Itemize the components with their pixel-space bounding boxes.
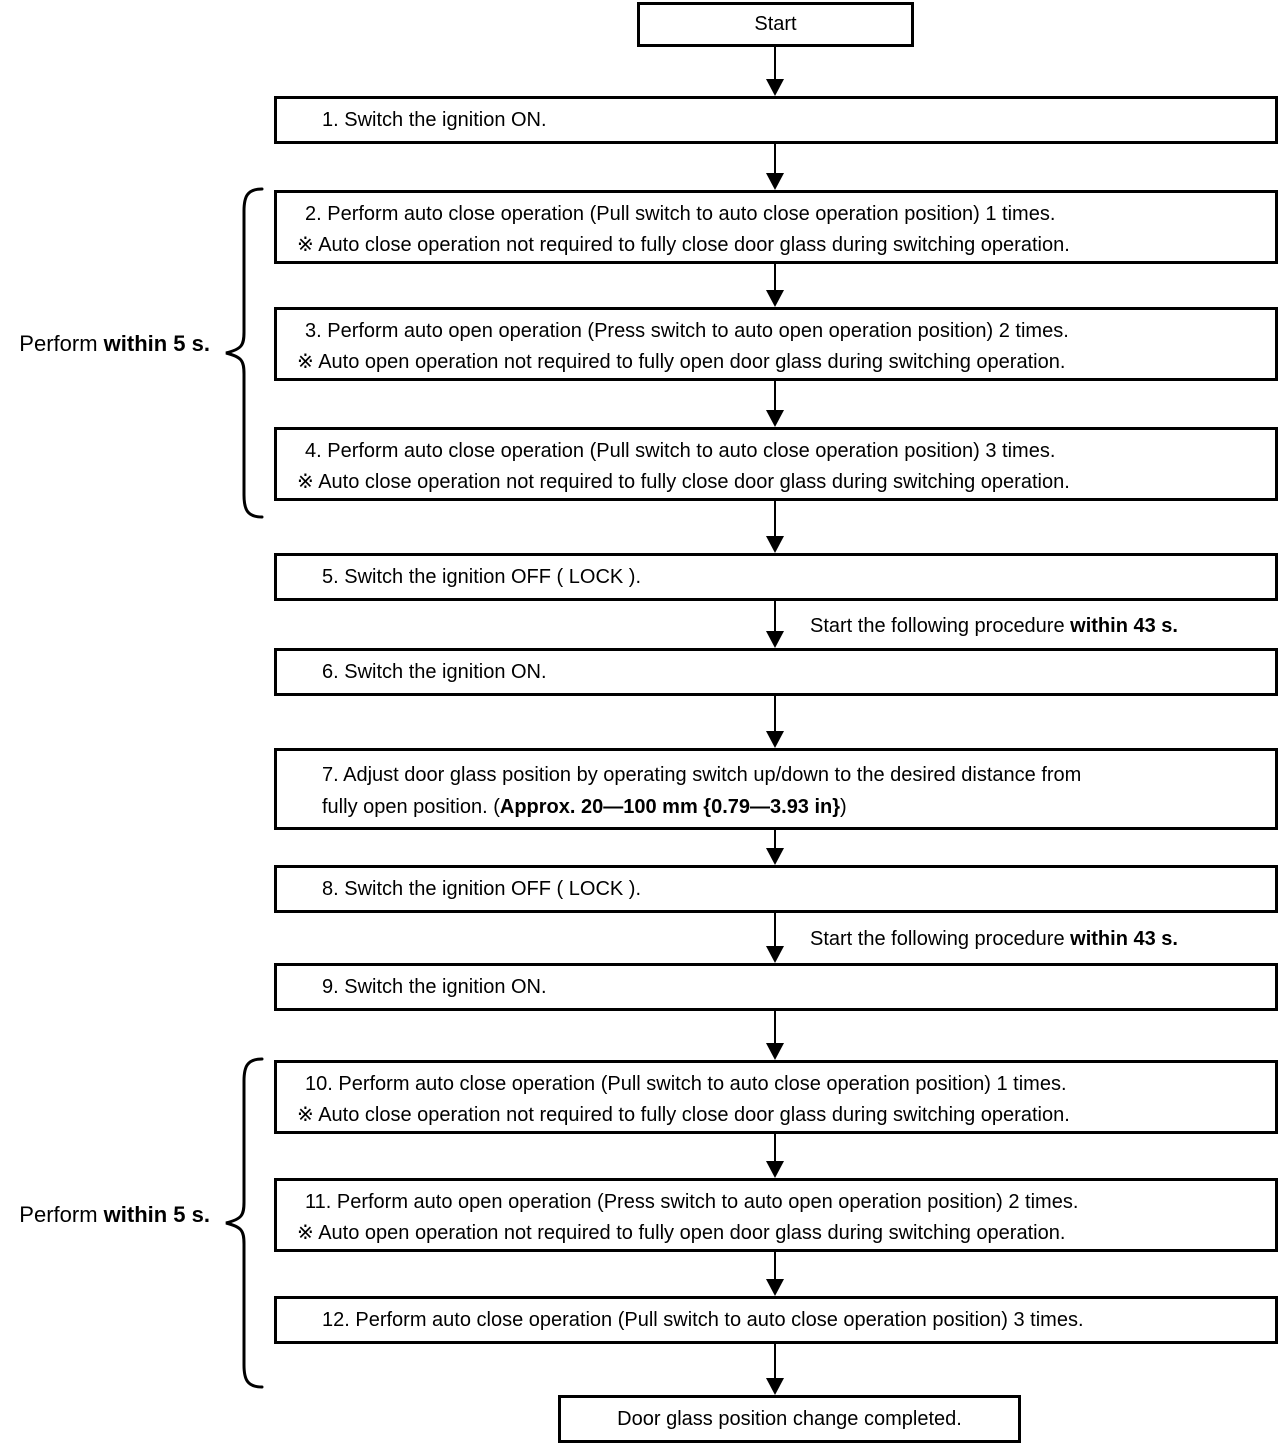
step-7-line2-pre: fully open position. ( xyxy=(322,796,500,818)
brace-label-upper-bold: within 5 s. xyxy=(103,331,210,356)
step-4-text: 4. Perform auto close operation (Pull sw… xyxy=(305,440,1056,462)
end-label: Door glass position change completed. xyxy=(617,1407,962,1430)
step-10-note: ※ Auto close operation not required to f… xyxy=(297,1104,1070,1126)
brace-label-lower: Perform within 5 s. xyxy=(0,1201,210,1229)
step-12-box: 12. Perform auto close operation (Pull s… xyxy=(274,1296,1278,1344)
flow-arrow-6-to-7 xyxy=(766,696,784,748)
step-1-text: 1. Switch the ignition ON. xyxy=(322,108,547,131)
step-5-box: 5. Switch the ignition OFF ( LOCK ). xyxy=(274,553,1278,601)
flow-arrow-12-to-end xyxy=(766,1344,784,1395)
end-node: Door glass position change completed. xyxy=(558,1395,1021,1443)
flow-arrow-start-to-1 xyxy=(766,47,784,96)
timing-note-2: Start the following procedure within 43 … xyxy=(810,925,1178,953)
step-3-box: 3. Perform auto open operation (Press sw… xyxy=(274,307,1278,381)
flow-arrow-5-to-6 xyxy=(766,601,784,648)
step-7-text-line2: fully open position. (Approx. 20—100 mm … xyxy=(277,791,1275,823)
step-6-text: 6. Switch the ignition ON. xyxy=(322,660,547,683)
brace-left-upper xyxy=(225,187,264,519)
start-label: Start xyxy=(754,13,797,35)
step-9-box: 9. Switch the ignition ON. xyxy=(274,963,1278,1011)
step-10-text: 10. Perform auto close operation (Pull s… xyxy=(305,1073,1067,1095)
step-7-text: 7. Adjust door glass position by operati… xyxy=(322,764,1082,786)
step-11-box: 11. Perform auto open operation (Press s… xyxy=(274,1178,1278,1252)
timing-note-2-bold: within 43 s. xyxy=(1070,928,1178,950)
brace-label-upper-regular: Perform xyxy=(19,331,104,356)
flow-arrow-9-to-10 xyxy=(766,1011,784,1060)
step-8-box: 8. Switch the ignition OFF ( LOCK ). xyxy=(274,865,1278,913)
brace-left-lower xyxy=(225,1057,264,1389)
step-4-box: 4. Perform auto close operation (Pull sw… xyxy=(274,427,1278,501)
flow-arrow-3-to-4 xyxy=(766,381,784,427)
flow-arrow-1-to-2 xyxy=(766,144,784,190)
timing-note-1-regular: Start the following procedure xyxy=(810,615,1071,637)
brace-label-upper: Perform within 5 s. xyxy=(0,330,210,358)
brace-label-lower-bold: within 5 s. xyxy=(103,1202,210,1227)
step-4-note: ※ Auto close operation not required to f… xyxy=(297,471,1070,493)
flow-arrow-10-to-11 xyxy=(766,1134,784,1178)
flow-arrow-7-to-8 xyxy=(766,830,784,865)
flow-arrow-8-to-9 xyxy=(766,913,784,963)
step-9-text: 9. Switch the ignition ON. xyxy=(322,975,547,998)
flow-arrow-11-to-12 xyxy=(766,1252,784,1296)
step-11-text: 11. Perform auto open operation (Press s… xyxy=(305,1191,1079,1213)
timing-note-2-regular: Start the following procedure xyxy=(810,928,1071,950)
step-10-box: 10. Perform auto close operation (Pull s… xyxy=(274,1060,1278,1134)
step-8-text: 8. Switch the ignition OFF ( LOCK ). xyxy=(322,877,641,900)
step-2-text: 2. Perform auto close operation (Pull sw… xyxy=(305,203,1056,225)
flow-arrow-4-to-5 xyxy=(766,501,784,553)
step-6-box: 6. Switch the ignition ON. xyxy=(274,648,1278,696)
brace-label-lower-regular: Perform xyxy=(19,1202,104,1227)
step-3-text: 3. Perform auto open operation (Press sw… xyxy=(305,320,1069,342)
step-2-box: 2. Perform auto close operation (Pull sw… xyxy=(274,190,1278,264)
step-1-box: 1. Switch the ignition ON. xyxy=(274,96,1278,144)
step-3-note: ※ Auto open operation not required to fu… xyxy=(297,351,1066,373)
step-7-line2-bold: Approx. 20—100 mm {0.79—3.93 in} xyxy=(499,796,841,818)
step-5-text: 5. Switch the ignition OFF ( LOCK ). xyxy=(322,565,641,588)
step-7-line2-post: ) xyxy=(840,796,847,818)
step-12-text: 12. Perform auto close operation (Pull s… xyxy=(322,1308,1084,1331)
timing-note-1: Start the following procedure within 43 … xyxy=(810,612,1178,640)
timing-note-1-bold: within 43 s. xyxy=(1070,615,1178,637)
step-7-box: 7. Adjust door glass position by operati… xyxy=(274,748,1278,830)
start-node: Start xyxy=(637,2,914,47)
flow-arrow-2-to-3 xyxy=(766,264,784,307)
step-11-note: ※ Auto open operation not required to fu… xyxy=(297,1222,1066,1244)
step-2-note: ※ Auto close operation not required to f… xyxy=(297,234,1070,256)
